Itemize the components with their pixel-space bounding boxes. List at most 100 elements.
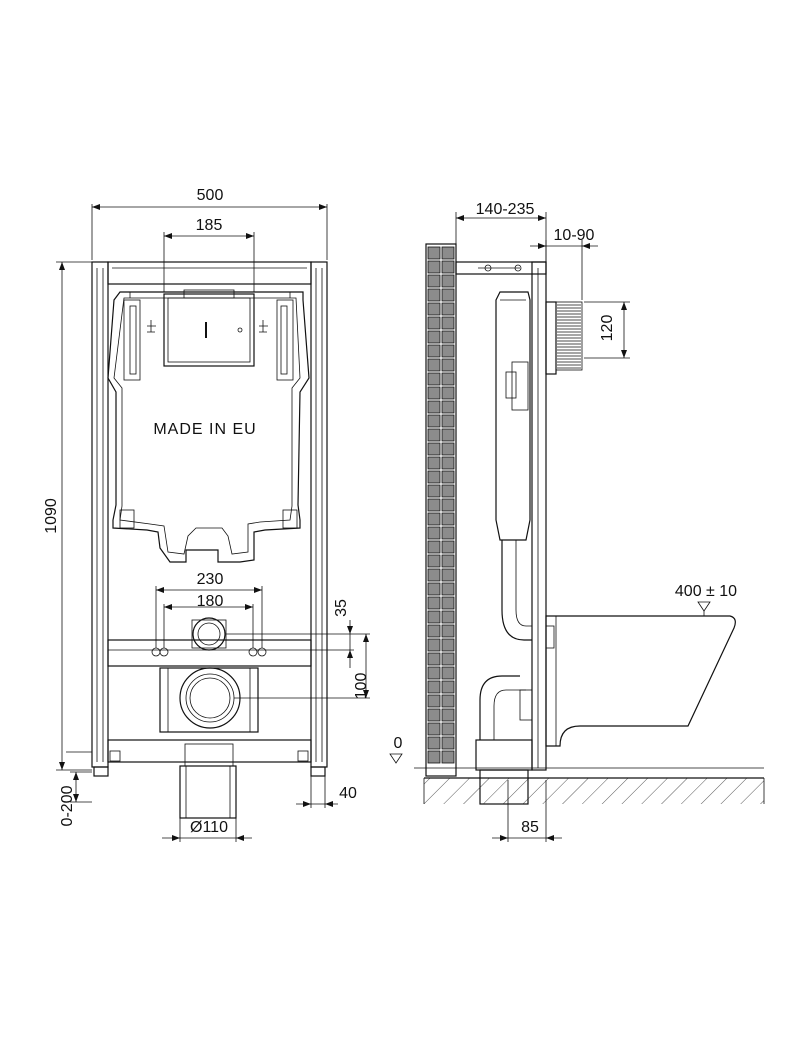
dim-frame-inner-label: 185 [196, 217, 223, 234]
wall-tile [441, 246, 455, 260]
dim-fix-outer-label: 230 [197, 571, 224, 588]
fixing-plate [107, 617, 312, 667]
dim-width-label: 500 [197, 187, 224, 204]
wall-tile [441, 470, 455, 484]
wall-tile [441, 344, 455, 358]
wall-tile [441, 750, 455, 764]
wall-tile [441, 596, 455, 610]
wall-tile [441, 330, 455, 344]
dim-floor: 0 [389, 735, 403, 764]
wall-tile [441, 736, 455, 750]
panel-ribs [557, 304, 581, 369]
wall-tile [441, 498, 455, 512]
wall-tile [441, 526, 455, 540]
wall-tile [441, 638, 455, 652]
wall-tile [427, 274, 441, 288]
wall-tile [441, 694, 455, 708]
dim-leg-adjust: 0-200 [59, 751, 92, 826]
dim-button: 120 [584, 301, 630, 359]
wall-tile [427, 624, 441, 638]
wall-tile [441, 554, 455, 568]
wall-tile [441, 568, 455, 582]
wall-tile [441, 400, 455, 414]
dim-button-label: 120 [599, 315, 616, 342]
dim-depth: 140-235 [455, 201, 547, 262]
wall-tile [427, 386, 441, 400]
wall-tile [441, 372, 455, 386]
dim-frame-inner: 185 [163, 217, 255, 292]
wall-tile [441, 722, 455, 736]
wall-tile [441, 512, 455, 526]
wall-tile [427, 470, 441, 484]
floor [414, 767, 765, 804]
dim-40: 40 [296, 776, 357, 808]
wall-tile [427, 330, 441, 344]
dim-pipe: Ø110 [162, 818, 252, 842]
dim-leg-adjust-label: 0-200 [59, 785, 76, 826]
wall-tile [427, 582, 441, 596]
wall-tile [427, 484, 441, 498]
dim-85: 85 [492, 780, 562, 842]
wall-tile [441, 680, 455, 694]
wall-tile [427, 638, 441, 652]
wall-tile [441, 624, 455, 638]
button-panel [545, 301, 583, 375]
wall-tile [441, 582, 455, 596]
front-view: MADE IN EU [43, 187, 370, 842]
wall-tile [427, 316, 441, 330]
side-frame [455, 261, 547, 805]
wall-tile [441, 260, 455, 274]
wall-tile [441, 708, 455, 722]
dim-40-label: 40 [339, 785, 357, 802]
wall-tile [427, 680, 441, 694]
cistern [107, 291, 310, 563]
wall-tile [441, 358, 455, 372]
dim-height: 1090 [43, 261, 92, 771]
dim-35-100: 35 100 [226, 599, 370, 699]
wall-tile [427, 596, 441, 610]
wall-tile [427, 666, 441, 680]
wall-tile [427, 260, 441, 274]
wall-tile [427, 358, 441, 372]
dim-35-label: 35 [333, 599, 350, 617]
dim-fix-inner: 180 [163, 593, 254, 648]
dim-floor-label: 0 [394, 735, 403, 752]
wall-tile [427, 694, 441, 708]
dim-fix-inner-label: 180 [197, 593, 224, 610]
dim-width: 500 [91, 187, 328, 260]
wall-tile [441, 386, 455, 400]
tile-wall [425, 243, 457, 777]
wall-tile [427, 554, 441, 568]
wall-tile [427, 400, 441, 414]
wall-tile [427, 736, 441, 750]
dim-bowl: 400 ± 10 [675, 583, 737, 616]
dim-100-label: 100 [353, 673, 370, 700]
wall-tile [427, 246, 441, 260]
wall-tile [441, 456, 455, 470]
wall-tile [441, 274, 455, 288]
drain-pipe [159, 667, 259, 819]
wall-tile [441, 652, 455, 666]
frame-posts [91, 261, 328, 777]
dim-bowl-label: 400 ± 10 [675, 583, 737, 600]
wall-tile [441, 316, 455, 330]
wall-tile [441, 414, 455, 428]
wall-tile [427, 344, 441, 358]
wall-tile [427, 610, 441, 624]
dim-panel-label: 10-90 [554, 227, 595, 244]
wall-tile [427, 456, 441, 470]
wall-tile [427, 568, 441, 582]
wall-tile [441, 484, 455, 498]
dim-depth-label: 140-235 [476, 201, 535, 218]
wall-tile [427, 372, 441, 386]
wall-tile [427, 442, 441, 456]
wall-tile [441, 428, 455, 442]
wall-tile [427, 414, 441, 428]
wall-tile [441, 442, 455, 456]
wall-tile [427, 652, 441, 666]
wall-tile [441, 302, 455, 316]
wall-tile [427, 512, 441, 526]
wall-tile [441, 610, 455, 624]
dim-height-label: 1090 [43, 498, 60, 534]
